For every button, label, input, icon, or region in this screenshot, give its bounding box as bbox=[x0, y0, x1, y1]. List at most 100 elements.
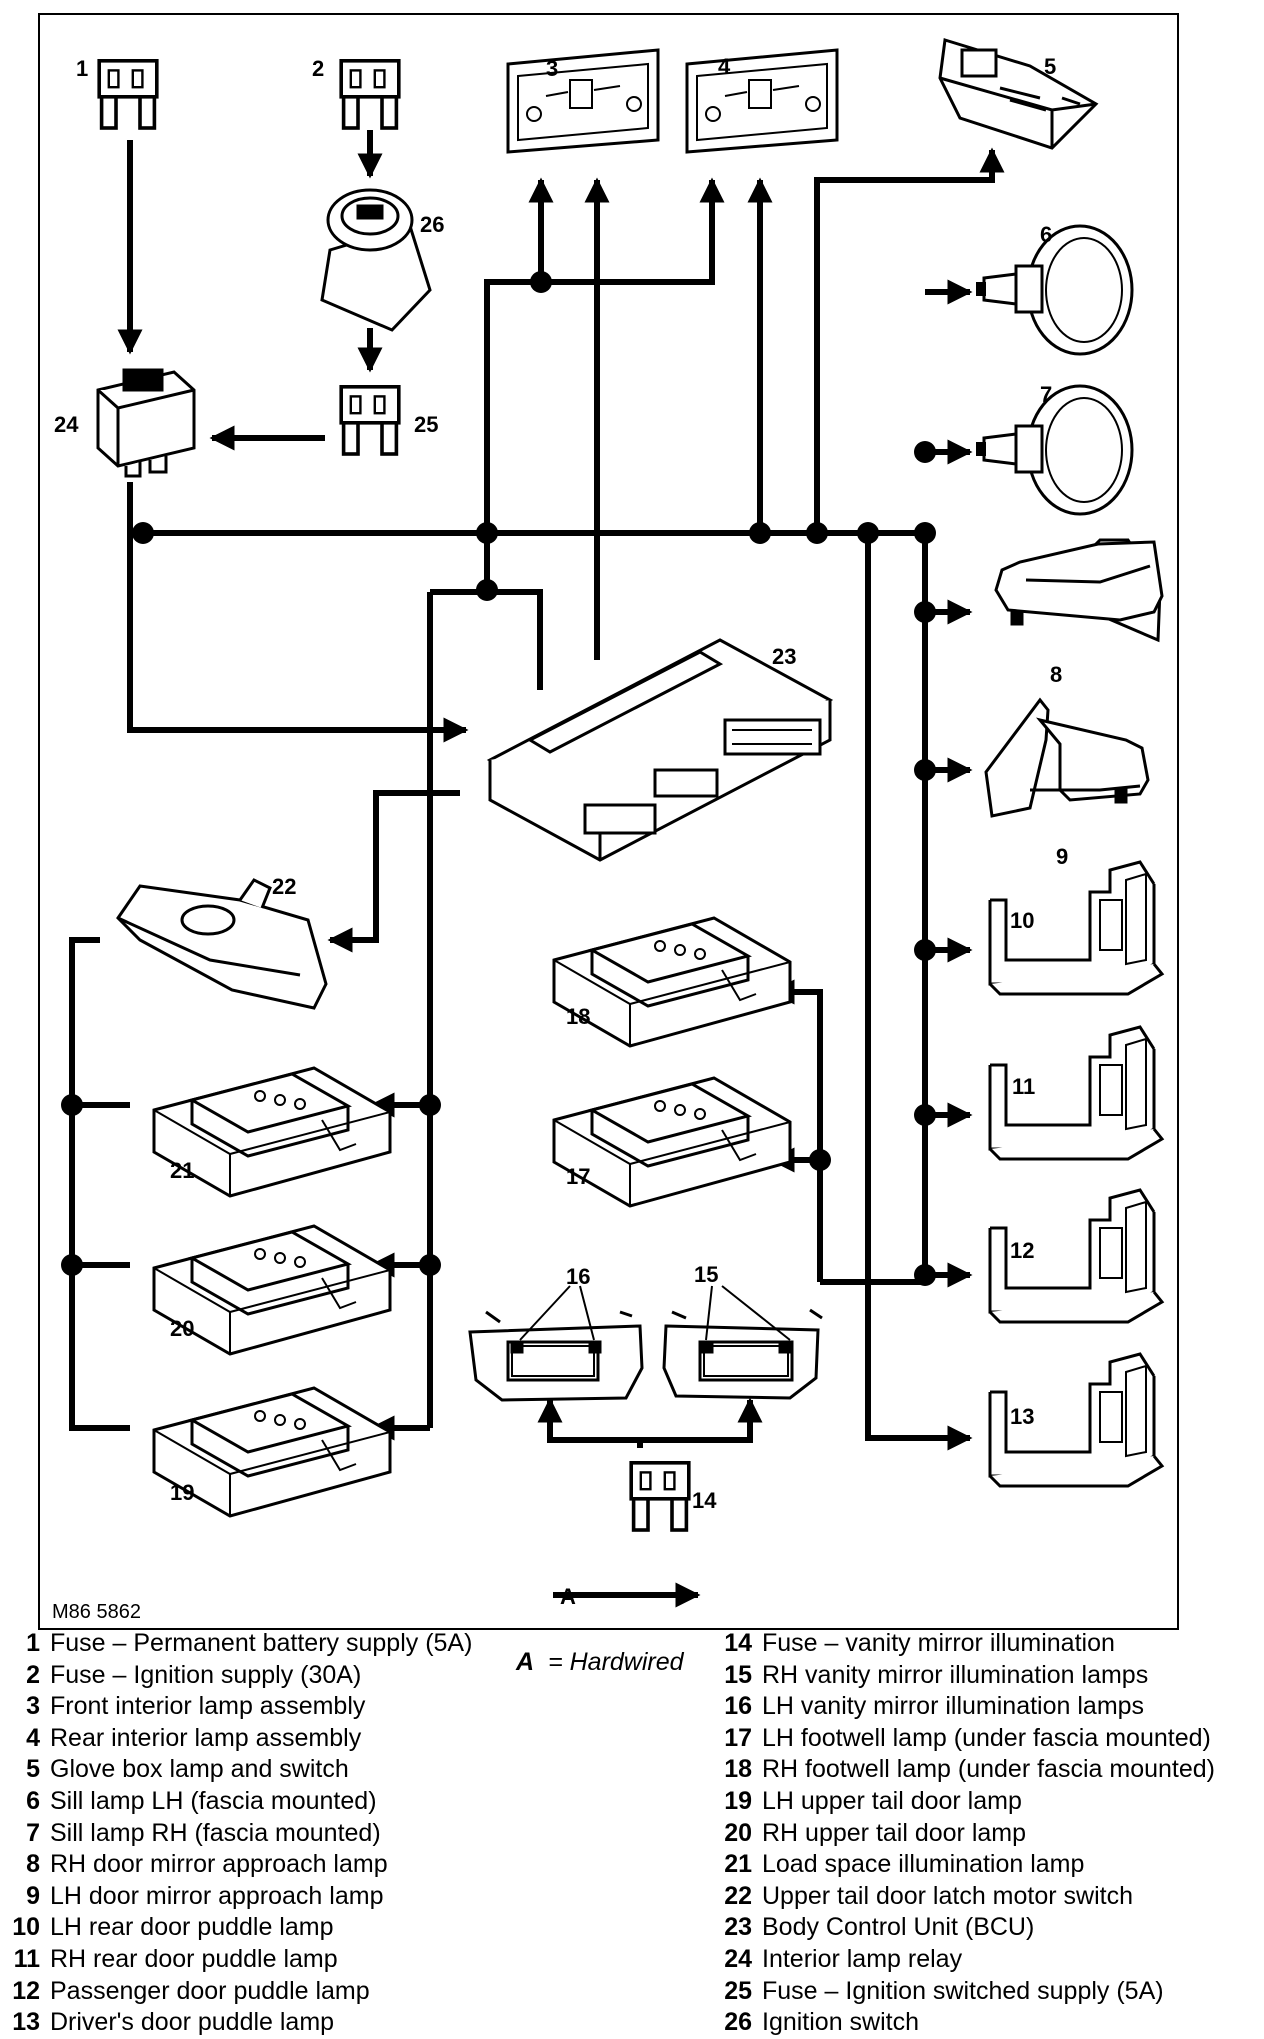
legend-item: 20 RH upper tail door lamp bbox=[718, 1818, 1215, 1850]
legend-number: 7 bbox=[26, 1818, 40, 1847]
component-number: 20 bbox=[170, 1316, 194, 1341]
component-number: 9 bbox=[1056, 844, 1068, 869]
hardwired-key: A = Hardwired bbox=[516, 1648, 684, 1677]
door-mirror-9-icon bbox=[984, 697, 1150, 818]
legend-text: LH vanity mirror illumination lamps bbox=[762, 1692, 1145, 1721]
hardwired-key-equals: = bbox=[548, 1648, 563, 1676]
ignition-switch-icon bbox=[320, 188, 432, 332]
fuse-25-icon bbox=[339, 384, 401, 456]
legend-number: 24 bbox=[724, 1944, 752, 1973]
legend-text: Fuse – Ignition switched supply (5A) bbox=[762, 1976, 1164, 2005]
legend-text: Body Control Unit (BCU) bbox=[762, 1913, 1035, 1942]
legend-text: Driver's door puddle lamp bbox=[50, 2008, 335, 2037]
component-number: 6 bbox=[1040, 222, 1052, 247]
legend-item: 12 Passenger door puddle lamp bbox=[2, 1976, 472, 2008]
legend-text: LH door mirror approach lamp bbox=[50, 1881, 384, 1910]
component-number: 24 bbox=[54, 412, 79, 437]
component-number: 18 bbox=[566, 1004, 590, 1029]
component-number: 15 bbox=[694, 1262, 718, 1287]
legend-number: 13 bbox=[12, 2008, 40, 2037]
legend-text: Sill lamp RH (fascia mounted) bbox=[50, 1818, 381, 1847]
component-number: 5 bbox=[1044, 54, 1056, 79]
interior-lamp-4-icon bbox=[685, 48, 839, 154]
component-number: 16 bbox=[566, 1264, 590, 1289]
legend-number: 21 bbox=[724, 1850, 752, 1879]
legend-text: Fuse – Ignition supply (30A) bbox=[50, 1660, 362, 1689]
vanity-mirror-16-icon bbox=[468, 1310, 644, 1402]
door-mirror-8-icon bbox=[994, 538, 1164, 643]
legend-item: 24 Interior lamp relay bbox=[718, 1944, 1215, 1976]
legend-number: 18 bbox=[724, 1755, 752, 1784]
legend-text: RH door mirror approach lamp bbox=[50, 1850, 388, 1879]
component-number: 4 bbox=[718, 54, 731, 79]
component-number: 1 bbox=[76, 56, 88, 81]
legend-number: 2 bbox=[26, 1660, 40, 1689]
component-number: 19 bbox=[170, 1480, 194, 1505]
component-number: 7 bbox=[1040, 382, 1052, 407]
legend-text: Interior lamp relay bbox=[762, 1944, 963, 1973]
component-number: 25 bbox=[414, 412, 438, 437]
component-number: 17 bbox=[566, 1164, 590, 1189]
component-number: 12 bbox=[1010, 1238, 1034, 1263]
legend-number: 22 bbox=[724, 1881, 752, 1910]
bcu-23-icon bbox=[486, 638, 834, 862]
legend-number: 9 bbox=[26, 1881, 40, 1910]
legend-item: 13 Driver's door puddle lamp bbox=[2, 2007, 472, 2039]
legend-text: RH footwell lamp (under fascia mounted) bbox=[762, 1755, 1215, 1784]
component-number: 3 bbox=[546, 56, 558, 81]
component-number: 14 bbox=[692, 1488, 717, 1513]
legend-number: 5 bbox=[26, 1755, 40, 1784]
legend-item: 4 Rear interior lamp assembly bbox=[2, 1723, 472, 1755]
legend-number: 16 bbox=[724, 1692, 752, 1721]
legend-text: Fuse – Permanent battery supply (5A) bbox=[50, 1629, 473, 1657]
component-number: 23 bbox=[772, 644, 796, 669]
hardwired-key-letter: A bbox=[516, 1648, 535, 1676]
component-numbers: 1 2 3 4 5 6 7 8 9 10 11 12 13 14 15 16 1… bbox=[54, 54, 1068, 1513]
legend-number: 10 bbox=[12, 1913, 40, 1942]
component-number: 2 bbox=[312, 56, 324, 81]
legend-number: 26 bbox=[724, 2008, 752, 2037]
legend-text: Rear interior lamp assembly bbox=[50, 1723, 362, 1752]
sill-lamp-7-icon bbox=[974, 384, 1134, 516]
legend-number: 11 bbox=[13, 1944, 40, 1973]
legend-text: RH upper tail door lamp bbox=[762, 1818, 1027, 1847]
legend-number: 19 bbox=[724, 1786, 752, 1815]
legend-number: 20 bbox=[724, 1818, 752, 1847]
legend-text: Front interior lamp assembly bbox=[50, 1692, 366, 1721]
latch-switch-22-icon bbox=[116, 878, 328, 1010]
hardwired-key-text: Hardwired bbox=[569, 1648, 684, 1676]
legend-text: Fuse – vanity mirror illumination bbox=[762, 1629, 1115, 1657]
legend-number: 8 bbox=[26, 1850, 40, 1879]
component-number: 8 bbox=[1050, 662, 1062, 687]
legend-text: RH vanity mirror illumination lamps bbox=[762, 1660, 1149, 1689]
legend-number: 12 bbox=[12, 1976, 40, 2005]
hardwired-arrow-label: A bbox=[560, 1584, 576, 1609]
legend-number: 15 bbox=[724, 1660, 752, 1689]
component-number: 21 bbox=[170, 1158, 194, 1183]
component-number: 10 bbox=[1010, 908, 1034, 933]
legend-number: 6 bbox=[26, 1786, 40, 1815]
legend-text: Passenger door puddle lamp bbox=[50, 1976, 370, 2005]
component-number: 13 bbox=[1010, 1404, 1034, 1429]
figure-reference: M86 5862 bbox=[52, 1601, 141, 1623]
legend-item: 7 Sill lamp RH (fascia mounted) bbox=[2, 1818, 472, 1850]
legend-number: 4 bbox=[26, 1723, 40, 1752]
component-number: 26 bbox=[420, 212, 444, 237]
fuse-14-icon bbox=[629, 1461, 691, 1532]
legend-number: 3 bbox=[26, 1692, 40, 1721]
fuse-1-icon bbox=[97, 58, 159, 130]
